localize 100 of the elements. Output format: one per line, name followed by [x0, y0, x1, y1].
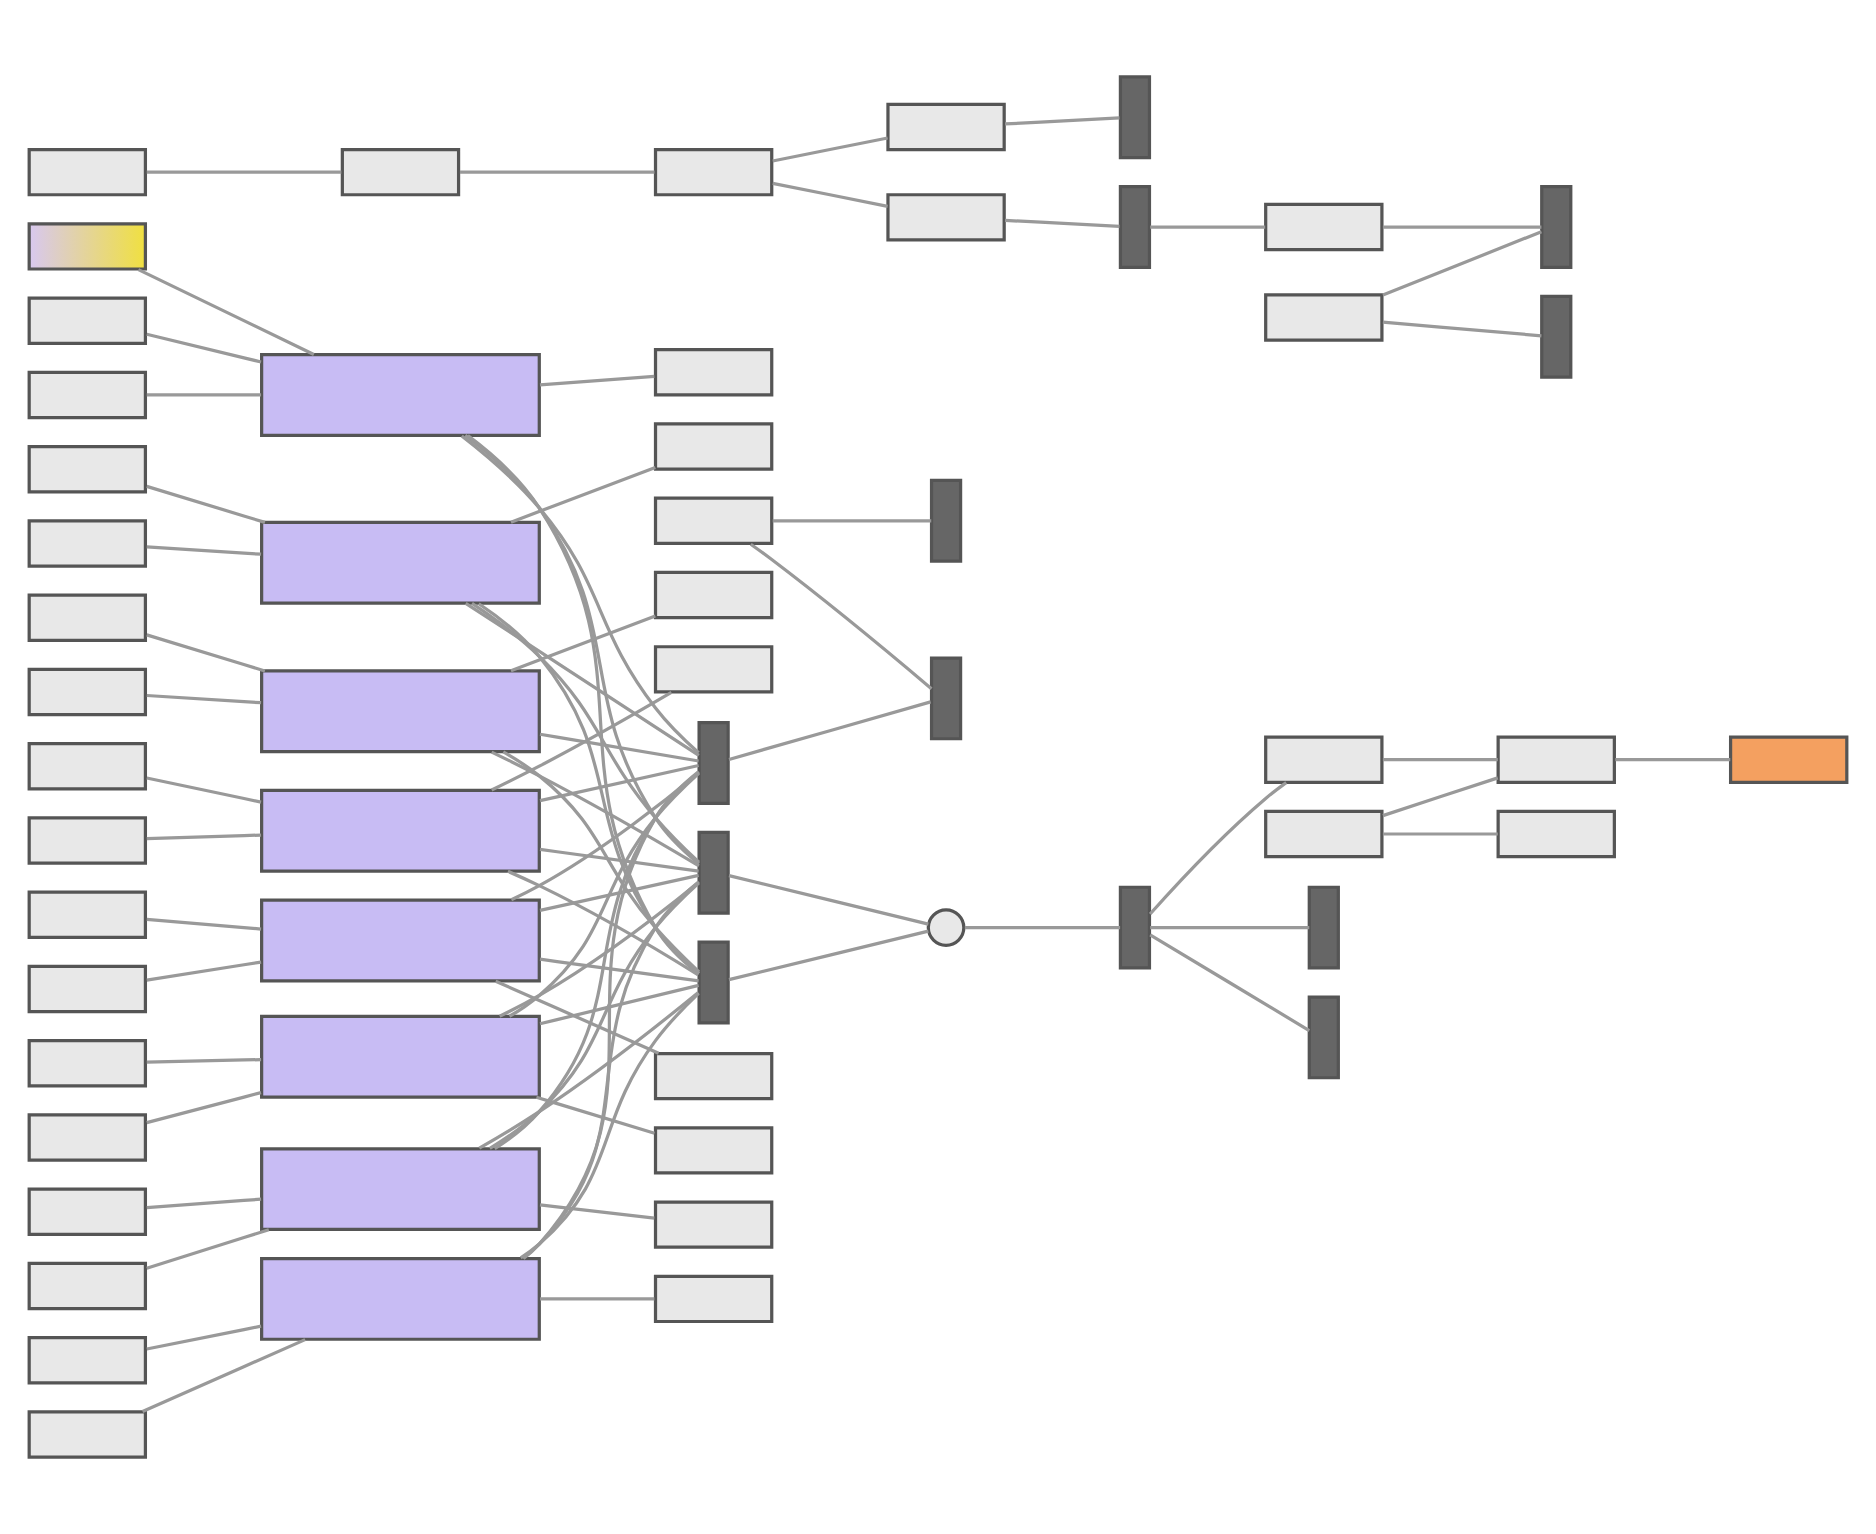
connector	[478, 991, 700, 1150]
connector	[146, 1197, 262, 1210]
node-box	[653, 1200, 774, 1249]
connector	[146, 332, 262, 364]
connector	[146, 1058, 262, 1064]
connector	[490, 691, 673, 792]
connector	[1615, 758, 1731, 762]
connector	[146, 960, 262, 982]
node-box	[260, 352, 541, 437]
node-box	[929, 656, 963, 741]
connector	[1004, 218, 1120, 228]
node-box	[653, 147, 774, 197]
connector	[459, 170, 655, 174]
connector	[772, 136, 888, 163]
connector	[146, 393, 262, 397]
node-box	[1118, 885, 1152, 970]
connector	[1004, 116, 1120, 126]
node-box	[1264, 809, 1384, 859]
connector	[464, 601, 700, 757]
node-box	[697, 940, 730, 1025]
node-box	[1496, 735, 1616, 784]
node-box	[1264, 202, 1384, 252]
connector	[146, 1091, 262, 1125]
node-box	[27, 816, 148, 865]
connector	[146, 917, 262, 931]
node-box	[653, 496, 774, 546]
connector	[493, 770, 700, 1150]
node-box	[27, 1113, 148, 1162]
node-box	[27, 890, 148, 939]
connector	[1382, 230, 1543, 297]
connector	[489, 881, 700, 1150]
connector	[146, 1228, 270, 1270]
node-box	[653, 570, 774, 620]
connector	[1149, 933, 1311, 1032]
node-box	[1264, 735, 1384, 784]
connector	[146, 693, 262, 705]
node-box	[27, 1261, 148, 1311]
node-box	[27, 593, 148, 642]
node-box	[27, 667, 148, 717]
node-box	[27, 1410, 148, 1459]
connector	[1148, 781, 1288, 916]
connector	[471, 602, 701, 864]
node-box	[27, 222, 148, 271]
connector	[728, 929, 929, 982]
connector	[1150, 225, 1266, 229]
node-box	[27, 1187, 148, 1236]
connector	[464, 434, 700, 865]
node-box	[1307, 995, 1340, 1080]
connector	[519, 992, 700, 1260]
node-box	[1118, 75, 1152, 160]
node-circle	[926, 908, 966, 947]
node-box	[27, 964, 148, 1014]
node-box	[886, 193, 1006, 242]
connector	[1382, 225, 1542, 229]
node-box	[697, 721, 730, 805]
node-box	[27, 370, 148, 420]
node-box	[1307, 885, 1340, 970]
connector	[490, 750, 700, 868]
node-box	[260, 1014, 541, 1099]
connector	[539, 873, 699, 912]
connector	[507, 869, 700, 977]
node-box	[1264, 293, 1384, 342]
connector	[540, 1297, 655, 1301]
node-box	[340, 147, 461, 197]
node-box	[260, 1147, 541, 1232]
node-box	[697, 830, 730, 915]
connector	[539, 957, 699, 983]
node-box	[27, 1336, 148, 1385]
connector	[460, 434, 700, 754]
connector	[539, 374, 655, 387]
node-box	[260, 1256, 541, 1341]
connector	[1382, 758, 1498, 762]
node-box	[260, 788, 541, 873]
connector	[146, 545, 262, 556]
node-box	[653, 1126, 774, 1175]
node-box	[27, 1039, 148, 1088]
node-box	[886, 102, 1006, 152]
node-box	[260, 669, 541, 754]
connector	[146, 484, 266, 524]
connector	[508, 772, 700, 1018]
node-box	[27, 519, 148, 568]
connector	[1382, 320, 1542, 338]
node-box	[653, 348, 774, 397]
connector	[146, 170, 342, 174]
connector	[522, 880, 700, 1260]
connector	[141, 1338, 306, 1413]
connector	[728, 700, 932, 762]
connector	[1382, 832, 1498, 836]
node-box	[1728, 735, 1849, 784]
node-box	[653, 645, 774, 694]
connector	[964, 926, 1121, 930]
connector	[502, 750, 701, 974]
connector	[146, 833, 262, 841]
node-box	[1540, 185, 1573, 269]
connector	[510, 465, 656, 524]
node-box	[27, 296, 148, 345]
connector	[495, 979, 660, 1055]
connector	[539, 763, 700, 803]
connector	[728, 874, 929, 926]
connector	[466, 434, 700, 975]
